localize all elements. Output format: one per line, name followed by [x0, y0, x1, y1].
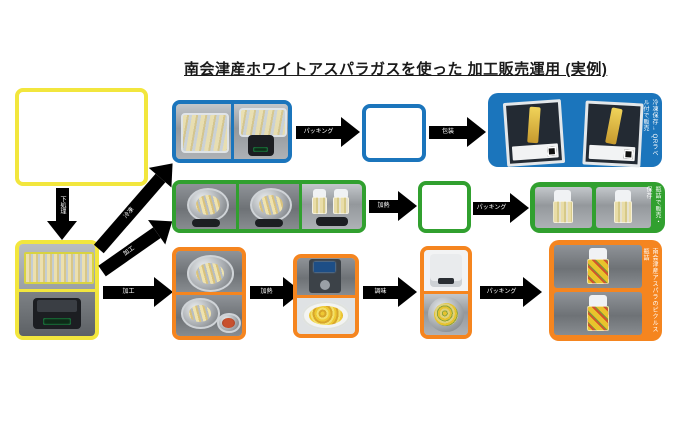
- arrow-to-seasoned-flow: 加工: [103, 277, 173, 307]
- scale-device: [32, 297, 82, 329]
- photo-boiling-and-weighing: [172, 180, 366, 233]
- pot-on-scale-image: [239, 184, 299, 229]
- panel-frozen-product: 冷凍保存→ QRラベル付で販売: [488, 93, 662, 168]
- arrow-packing-blue: パッキング: [296, 117, 360, 147]
- photo-pots-prep: [172, 247, 246, 340]
- arrow-season-label: 調味: [374, 289, 387, 295]
- weighing-scale-image: [19, 291, 95, 336]
- photo-trays-and-scale: [15, 240, 99, 340]
- arrow-season: 調味: [363, 277, 417, 307]
- qr-code: [623, 149, 633, 160]
- arrow-head-icon: [467, 117, 486, 147]
- pot-asparagus-image: [176, 251, 242, 292]
- oven-panel-image: [297, 258, 355, 295]
- arrow-prep-label: 下処理: [59, 195, 65, 214]
- arrow-heat-green: 加熱: [369, 191, 417, 221]
- seasoned-flow-caption: 南会津産アスパラのピクルス瓶詰: [642, 248, 657, 333]
- pickle-jar-photo: [554, 245, 642, 288]
- white-scale-image: [424, 250, 468, 291]
- arrow-packing-label: パッキング: [303, 129, 334, 135]
- arrow-packing-orange: パッキング: [480, 277, 542, 307]
- arrow-head-icon: [510, 193, 529, 223]
- arrow-frozen-label: 冷凍: [123, 206, 136, 220]
- arrow-head-icon: [398, 191, 417, 221]
- asparagus-spears: [23, 252, 95, 285]
- jar-photo: [596, 187, 651, 228]
- frozen-flow-caption: 冷凍保存→ QRラベル付で販売: [642, 98, 657, 157]
- jars-on-scale-image: [302, 184, 362, 229]
- arrow-heat-label: 加熱: [260, 289, 273, 295]
- bottled-flow-caption: 瓶詰で販売・保存: [645, 186, 660, 226]
- qr-code: [546, 146, 557, 157]
- cooked-food-image: [297, 297, 355, 334]
- arrow-wrap-label: 包装: [441, 129, 454, 135]
- photo-asparagus-box: [15, 88, 148, 186]
- page-title: 南会津産ホワイトアスパラガスを使った 加工販売運用 (実例): [184, 61, 608, 78]
- arrow-head-icon: [154, 277, 173, 307]
- product-label-photo: [502, 99, 566, 167]
- arrow-packing-label: パッキング: [486, 289, 517, 295]
- arrow-heat-label: 加熱: [377, 203, 390, 209]
- vacuum-bag-image: [176, 104, 231, 159]
- vacuum-bag: [238, 108, 287, 137]
- photo-oven-and-cooked: [293, 254, 359, 338]
- arrow-head-icon: [398, 277, 417, 307]
- tray-asparagus-image: [19, 244, 95, 289]
- photo-vacuum-bags: [172, 100, 292, 163]
- pickle-jar-photo: [554, 292, 642, 335]
- jar-photo: [535, 187, 592, 228]
- arrow-prep: 下処理: [47, 188, 77, 240]
- panel-pickles-product: 南会津産アスパラのピクルス瓶詰: [549, 240, 662, 341]
- scale-device: [247, 134, 274, 156]
- pot-on-scale-image: [176, 184, 236, 229]
- arrow-wrap: 包装: [429, 117, 486, 147]
- arrow-process-label: 加工: [122, 245, 136, 258]
- bag-on-scale-image: [233, 104, 288, 159]
- arrow-head-icon: [341, 117, 360, 147]
- arrow-head-icon: [47, 221, 77, 240]
- photo-scale-and-bowl: [420, 246, 472, 339]
- arrow-packing-green: パッキング: [473, 193, 529, 223]
- product-label-photo: [582, 100, 644, 168]
- vacuum-bag: [181, 112, 230, 154]
- arrow-head-icon: [523, 277, 542, 307]
- arrow-packing-label: パッキング: [476, 205, 507, 211]
- arrow-shaft: 下処理: [55, 188, 69, 221]
- arrow-process-label: 加工: [122, 289, 135, 295]
- panel-bottled-product: 瓶詰で販売・保存: [530, 182, 665, 233]
- mixing-bowl-image: [424, 294, 468, 335]
- pot-sauce-image: [176, 295, 242, 336]
- photo-steam-oven: [418, 181, 471, 233]
- photo-packed-bag: [362, 104, 426, 162]
